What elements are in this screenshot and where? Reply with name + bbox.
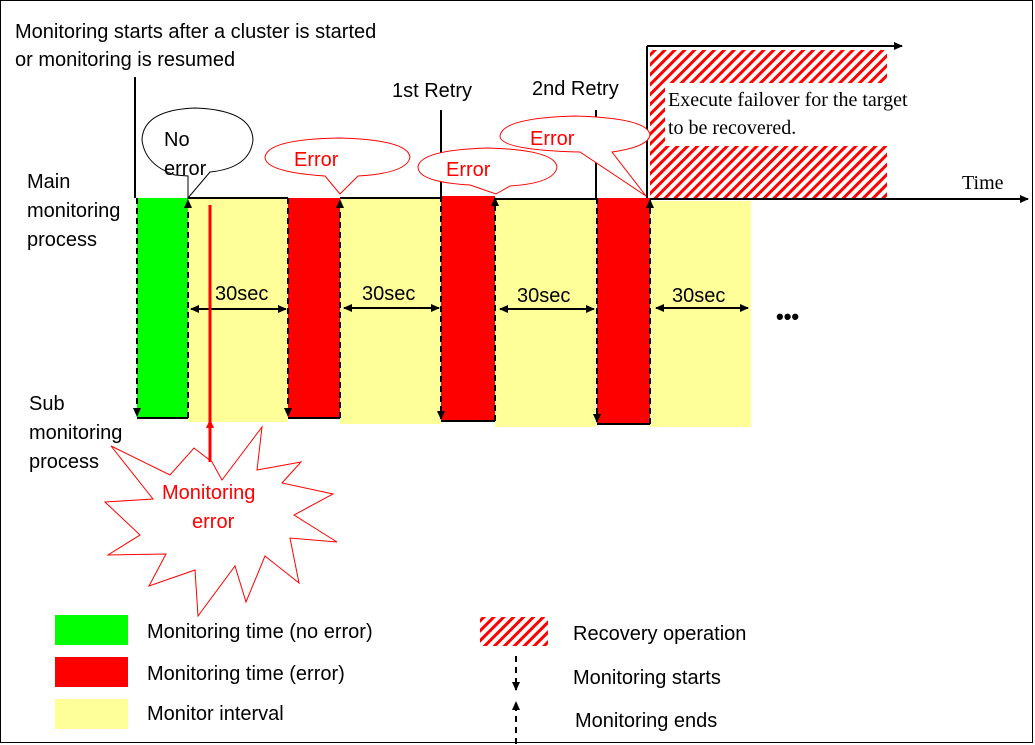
monitoring-error-burst: Monitoring error <box>103 425 338 618</box>
continuation-ellipsis: ••• <box>776 304 799 329</box>
monitor-interval-block <box>650 201 751 427</box>
recovery-hatch-left <box>650 83 665 146</box>
error-callout-3: Error <box>499 115 651 197</box>
monitoring-block-error <box>597 198 650 424</box>
recovery-text-line: to be recovered. <box>668 117 796 139</box>
monitoring-error-text: Monitoring <box>162 482 255 504</box>
main-label-line: monitoring <box>27 200 120 222</box>
main-process-label: Main monitoring process <box>27 171 120 251</box>
first-retry-label: 1st Retry <box>392 80 472 102</box>
title-line-1: Monitoring starts after a cluster is sta… <box>15 21 376 43</box>
burst-shape <box>103 425 338 618</box>
error-text: Error <box>530 128 575 150</box>
monitoring-blocks <box>133 196 654 425</box>
legend-label-ends: Monitoring ends <box>575 710 717 732</box>
monitoring-block-no-error <box>137 198 188 418</box>
recovery-hatch-top <box>650 50 887 83</box>
interval-label: 30sec <box>672 285 725 307</box>
legend: Monitoring time (no error) Monitoring ti… <box>55 615 746 744</box>
monitor-interval-block <box>340 198 441 424</box>
no-error-text: error <box>164 158 207 180</box>
error-callout-2: Error <box>417 147 558 195</box>
legend-swatch-no-error <box>55 615 128 645</box>
legend-swatch-recovery <box>480 617 548 646</box>
interval-dimensions: 30sec 30sec 30sec 30sec <box>190 283 749 313</box>
legend-label-no-error: Monitoring time (no error) <box>147 621 373 643</box>
main-label-line: Main <box>27 171 70 193</box>
monitoring-block-error <box>441 196 495 421</box>
no-error-callout: No error <box>141 107 254 200</box>
sub-process-label: Sub monitoring process <box>29 393 122 473</box>
error-bubble <box>264 137 411 195</box>
no-error-bubble <box>141 107 254 200</box>
title-line-2: or monitoring is resumed <box>15 49 235 71</box>
second-retry-label: 2nd Retry <box>532 78 619 100</box>
error-text: Error <box>294 149 339 171</box>
interval-label: 30sec <box>517 285 570 307</box>
legend-label-starts: Monitoring starts <box>573 667 721 689</box>
monitor-interval-block <box>495 199 596 427</box>
time-axis-label: Time <box>962 172 1004 194</box>
legend-label-error: Monitoring time (error) <box>147 663 345 685</box>
legend-label-interval: Monitor interval <box>147 703 284 725</box>
main-label-line: process <box>27 229 97 251</box>
recovery-operation-area: Execute failover for the target to be re… <box>646 42 908 199</box>
legend-label-recovery: Recovery operation <box>573 623 746 645</box>
interval-label: 30sec <box>215 283 268 305</box>
sub-label-line: Sub <box>29 393 65 415</box>
error-bubble <box>499 115 651 197</box>
interval-label: 30sec <box>362 283 415 305</box>
error-text: Error <box>446 159 491 181</box>
sub-label-line: process <box>29 451 99 473</box>
error-bubble <box>417 147 558 195</box>
recovery-text-line: Execute failover for the target <box>668 89 908 111</box>
legend-swatch-error <box>55 657 128 687</box>
recovery-hatch-bottom <box>650 146 887 199</box>
monitoring-block-error <box>288 198 340 418</box>
no-error-text: No <box>164 129 190 151</box>
legend-swatch-interval <box>55 699 128 729</box>
sub-label-line: monitoring <box>29 422 122 444</box>
monitoring-error-text: error <box>192 511 235 533</box>
error-callout-1: Error <box>264 137 411 195</box>
